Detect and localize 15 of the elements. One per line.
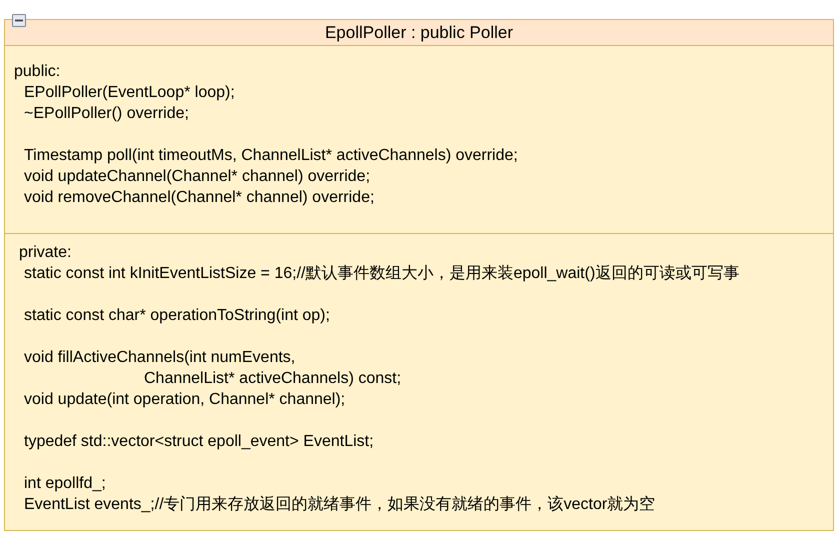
member-text: typedef std::vector<struct epoll_event> EventList; [23,432,374,452]
member-text: private: [19,243,72,263]
member-text: static const int kInitEventListSize = 16;//默认事件数组大小，是用来装epoll_wait()返回的可读或可写事 [23,264,740,284]
member-text: void updateChannel(Channel* channel) override; [23,167,370,187]
member-text: static const char* operationToString(int op); [23,306,330,326]
member-text: int epollfd_; [23,474,106,494]
member-text: public: [14,62,60,82]
member-text: EventList events_;//专门用来存放返回的就绪事件，如果没有就绪的事件，该vector就为空 [23,494,656,515]
member-text: Timestamp poll(int timeoutMs, ChannelList* activeChannels) override; [23,146,518,166]
member-text: void removeChannel(Channel* channel) override; [23,188,374,208]
member-text: EPollPoller(EventLoop* loop); [23,83,235,103]
member-text: void update(int operation, Channel* channel); [23,390,346,410]
class-name: EpollPoller : public Poller [324,22,514,43]
member-text: ~EPollPoller() override; [23,104,189,124]
member-text: void fillActiveChannels(int numEvents, ChannelList* activeChannels) const; [23,348,402,389]
